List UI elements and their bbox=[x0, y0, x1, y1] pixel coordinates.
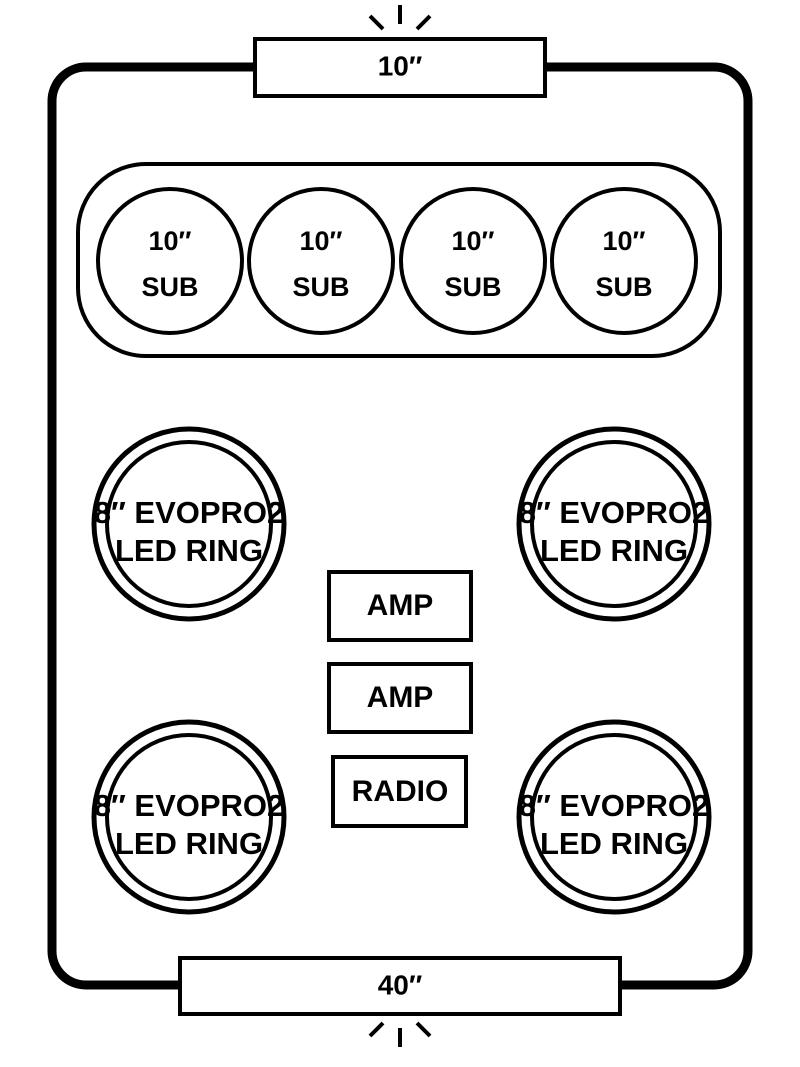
speaker-model-label: 8″ EVOPRO2 bbox=[94, 788, 285, 823]
subwoofer-cone bbox=[550, 187, 698, 335]
led-ring-outer bbox=[91, 426, 287, 622]
top-dimension-label: 10″ bbox=[378, 50, 423, 81]
subwoofer-cone bbox=[399, 187, 547, 335]
speaker-cone bbox=[530, 733, 698, 901]
subwoofer: 10″ SUB bbox=[96, 187, 244, 335]
radio-box: RADIO bbox=[331, 755, 468, 828]
led-ring-speaker: 8″ EVOPRO2 LED RING bbox=[91, 719, 287, 915]
led-ring-outer bbox=[516, 719, 712, 915]
bottom-dimension-label: 40″ bbox=[378, 969, 423, 1000]
radio-outline bbox=[331, 755, 468, 828]
led-ring-outer bbox=[91, 719, 287, 915]
amplifier-outline bbox=[327, 662, 473, 734]
subwoofer-cone bbox=[96, 187, 244, 335]
led-ring-speaker: 8″ EVOPRO2 LED RING bbox=[91, 426, 287, 622]
subwoofer-label: SUB bbox=[141, 272, 198, 302]
subwoofer-size: 10″ bbox=[603, 226, 646, 256]
speaker-model-label: 8″ EVOPRO2 bbox=[519, 788, 710, 823]
amplifier-label: AMP bbox=[367, 589, 434, 622]
subwoofer: 10″ SUB bbox=[399, 187, 547, 335]
subwoofer: 10″ SUB bbox=[247, 187, 395, 335]
subwoofer: 10″ SUB bbox=[550, 187, 698, 335]
amplifier-label: AMP bbox=[367, 681, 434, 714]
subwoofer-size: 10″ bbox=[149, 226, 192, 256]
top-dimension: 10″ bbox=[253, 5, 547, 98]
bottom-dimension: 40″ bbox=[178, 956, 622, 1047]
subwoofer-size: 10″ bbox=[452, 226, 495, 256]
subwoofer-cone bbox=[247, 187, 395, 335]
speaker-model-label: 8″ EVOPRO2 bbox=[94, 495, 285, 530]
top-emphasis-marks bbox=[368, 5, 432, 31]
bottom-emphasis-marks bbox=[368, 1021, 432, 1047]
speaker-cone bbox=[530, 440, 698, 608]
speaker-feature-label: LED RING bbox=[115, 533, 263, 568]
subwoofer-label: SUB bbox=[444, 272, 501, 302]
bottom-dimension-tab bbox=[178, 956, 622, 1016]
subwoofer-pod bbox=[76, 162, 722, 358]
speaker-feature-label: LED RING bbox=[540, 533, 688, 568]
speaker-feature-label: LED RING bbox=[540, 826, 688, 861]
speaker-cone bbox=[105, 440, 273, 608]
amplifier-box: AMP bbox=[327, 662, 473, 734]
amplifier-box: AMP bbox=[327, 570, 473, 642]
led-ring-speaker: 8″ EVOPRO2 LED RING bbox=[516, 719, 712, 915]
led-ring-outer bbox=[516, 426, 712, 622]
amplifier-outline bbox=[327, 570, 473, 642]
top-dimension-tab bbox=[253, 37, 547, 98]
led-ring-speaker: 8″ EVOPRO2 LED RING bbox=[516, 426, 712, 622]
speaker-cone bbox=[105, 733, 273, 901]
subwoofer-label: SUB bbox=[595, 272, 652, 302]
speaker-model-label: 8″ EVOPRO2 bbox=[519, 495, 710, 530]
speaker-feature-label: LED RING bbox=[115, 826, 263, 861]
radio-label: RADIO bbox=[352, 775, 449, 808]
subwoofer-size: 10″ bbox=[300, 226, 343, 256]
subwoofer-label: SUB bbox=[292, 272, 349, 302]
